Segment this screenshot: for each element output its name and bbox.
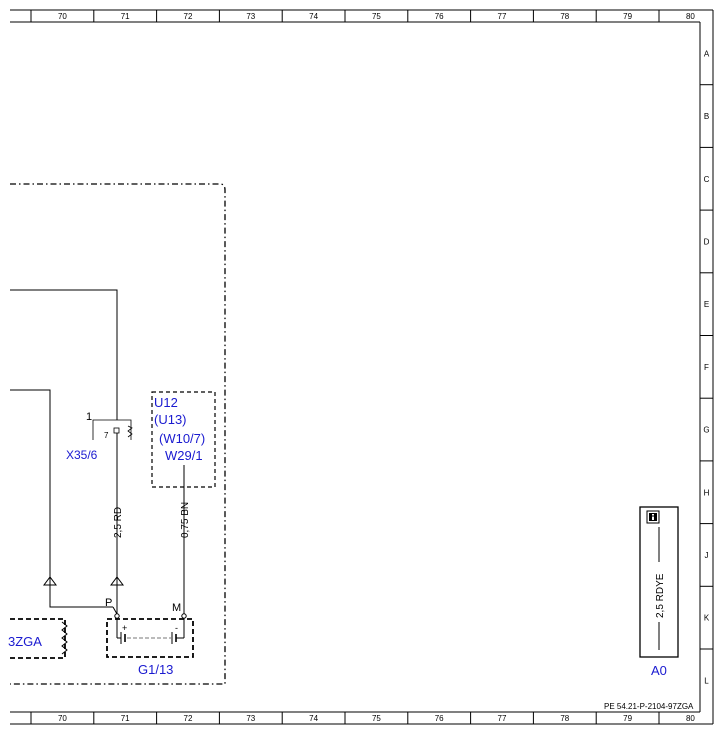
col-label-top: 76: [435, 12, 444, 21]
col-label-bottom: 72: [184, 714, 193, 723]
col-label-bottom: 71: [121, 714, 130, 723]
row-label: K: [704, 614, 710, 623]
col-label-top: 77: [498, 12, 507, 21]
battery-g1-13: P M + - G1/13: [105, 597, 194, 677]
ground-w29-label: W29/1: [165, 448, 203, 463]
col-label-top: 71: [121, 12, 130, 21]
col-label-top: 70: [58, 12, 67, 21]
row-label: C: [704, 175, 710, 184]
connector-label: X35/6: [66, 448, 98, 462]
col-label-bottom: 70: [58, 714, 67, 723]
row-label: A: [704, 49, 710, 58]
left-module-3zga: 3ZGA: [8, 618, 68, 659]
col-label-bottom: 74: [309, 714, 318, 723]
col-label-bottom: 75: [372, 714, 381, 723]
row-label: L: [704, 676, 709, 685]
col-label-top: 79: [623, 12, 632, 21]
connector-pin: 1: [86, 411, 92, 423]
col-label-top: 75: [372, 12, 381, 21]
module-u13-label: (U13): [154, 412, 187, 427]
arrow-rd-icon: [110, 576, 124, 586]
battery-negative-terminal: M: [172, 602, 181, 614]
module-u12-label: U12: [154, 395, 178, 410]
document-code: PE 54.21-P-2104-97ZGA: [604, 702, 694, 711]
row-label: B: [704, 112, 709, 121]
row-label: H: [704, 488, 710, 497]
col-label-bottom: 79: [623, 714, 632, 723]
grid-rulers: 7070717172727373747475757676777778787979…: [30, 10, 713, 724]
row-label: D: [704, 237, 710, 246]
legend-label: A0: [651, 663, 667, 678]
col-label-bottom: 73: [246, 714, 255, 723]
col-label-top: 80: [686, 12, 695, 21]
battery-minus-sign: -: [175, 623, 178, 633]
col-label-top: 72: [184, 12, 193, 21]
wire-rdye-label: 2,5 RDYE: [655, 573, 666, 618]
col-label-bottom: 80: [686, 714, 695, 723]
legend-box-a0: 2,5 RDYE A0: [639, 506, 679, 678]
col-label-top: 78: [560, 12, 569, 21]
wire-rd-label: 2,5 RD: [113, 507, 124, 538]
col-label-bottom: 77: [498, 714, 507, 723]
col-label-bottom: 78: [560, 714, 569, 723]
connector-x35-6: 1 7 X35/6: [66, 411, 133, 462]
battery-label: G1/13: [138, 662, 173, 677]
ground-w10-label: (W10/7): [159, 431, 205, 446]
wire-rd-p: [112, 606, 118, 615]
battery-plus-sign: +: [122, 623, 127, 633]
battery-positive-terminal: P: [105, 597, 112, 609]
row-label: J: [705, 551, 709, 560]
connector-inner-pin: 7: [104, 431, 109, 440]
col-label-top: 73: [246, 12, 255, 21]
row-label: G: [703, 426, 709, 435]
wire-left: [10, 389, 113, 608]
left-module-label: 3ZGA: [8, 634, 42, 649]
col-label-bottom: 76: [435, 714, 444, 723]
col-label-top: 74: [309, 12, 318, 21]
arrow-markers: [43, 576, 124, 586]
wire-bn-label: 0,75 BN: [180, 502, 191, 538]
wire-top: [10, 289, 118, 420]
row-label: E: [704, 300, 709, 309]
module-u12-box: U12 (U13) (W10/7) W29/1: [151, 391, 216, 488]
enclosure-dashed-border: [10, 183, 226, 685]
row-label: F: [704, 363, 709, 372]
